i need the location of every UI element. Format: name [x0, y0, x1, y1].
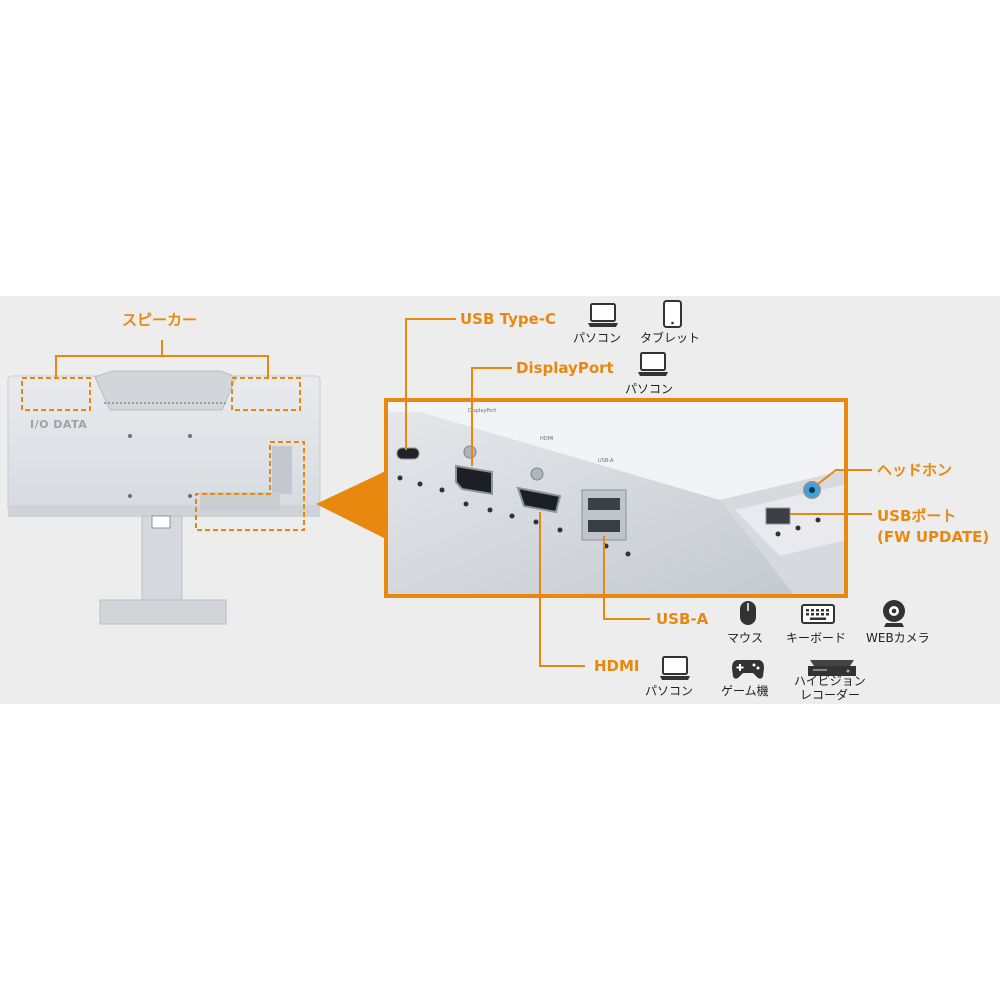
monitor-stand-neck [141, 515, 183, 607]
usba-leader [603, 536, 650, 620]
laptop-icon [638, 352, 668, 376]
panel-label-displayport: DisplayPort [468, 408, 496, 414]
usbc-port [396, 447, 420, 460]
usbc-leader [405, 318, 456, 450]
device-label: タブレット [640, 331, 701, 345]
usb-a-label: USB-A [656, 610, 709, 628]
device-label: レコーダー [800, 688, 861, 702]
headphone-leader [817, 469, 872, 485]
keyboard-icon [801, 604, 835, 624]
usb-port-label: USBポート [877, 507, 957, 525]
displayport-leader [471, 367, 512, 466]
panel-label-hdmi: HDMI [540, 436, 553, 442]
mouse-icon [740, 601, 756, 625]
monitor-stand-base [99, 599, 227, 625]
port-closeup: DisplayPort HDMI USB-A [384, 398, 848, 598]
usb-type-c-label: USB Type-C [460, 310, 557, 328]
device-label: マウス [727, 631, 764, 645]
leader-lines [405, 318, 872, 667]
laptop-icon [660, 656, 690, 680]
recorder-icon [808, 660, 856, 676]
device-label: パソコン [625, 382, 674, 396]
hdmi-leader [539, 512, 585, 667]
usba-port-stack [581, 489, 627, 541]
device-label: パソコン [573, 331, 622, 345]
port-area-marker [195, 441, 305, 531]
hdmi-label: HDMI [594, 657, 640, 675]
brand-logo: I/O DATA [30, 418, 88, 431]
laptop-icon [588, 303, 618, 327]
tablet-icon [663, 300, 682, 328]
headphone-label: ヘッドホン [877, 461, 953, 479]
zoom-pointer [316, 470, 388, 540]
device-label: ゲーム機 [721, 684, 769, 698]
displayport-label: DisplayPort [516, 359, 614, 377]
device-label: キーボード [786, 631, 847, 645]
device-label: WEBカメラ [866, 631, 930, 645]
usb-fw-port [765, 507, 791, 525]
monitor-handle [94, 370, 237, 411]
speaker-right-marker [231, 377, 301, 411]
hdmi-port [516, 486, 562, 514]
closeup-frame [384, 398, 848, 598]
speaker-bracket [55, 340, 269, 378]
panel-label-usba: USB-A [598, 458, 614, 464]
gamepad-icon [732, 660, 764, 679]
device-label: ハイビジョン [794, 674, 866, 688]
usb-port-sublabel: (FW UPDATE) [877, 528, 990, 546]
speaker-label: スピーカー [122, 311, 198, 329]
displayport-port [455, 464, 493, 496]
device-label: パソコン [645, 684, 694, 698]
webcam-icon [883, 600, 905, 627]
monitor-back-view [7, 340, 321, 625]
